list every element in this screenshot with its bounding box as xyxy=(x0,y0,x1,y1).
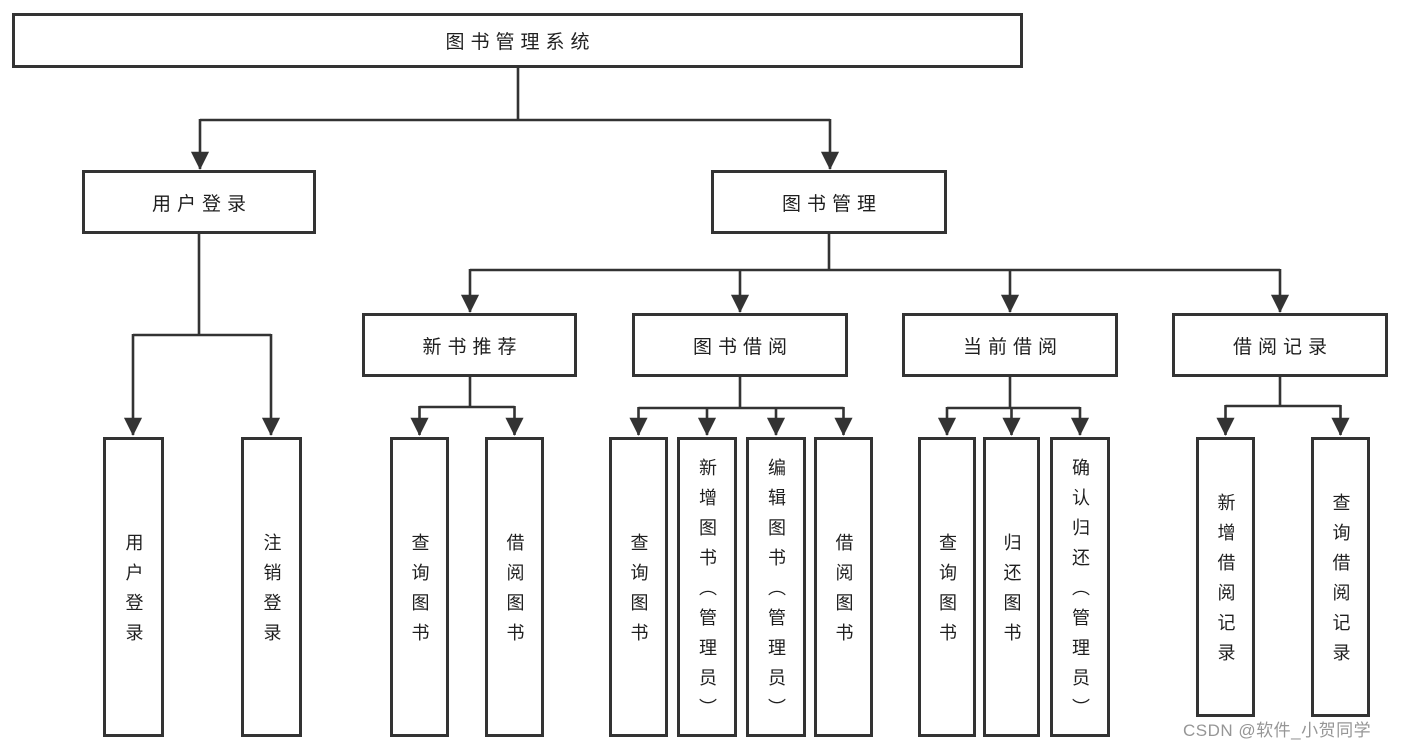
leaf-borrowing-add-label: 新增图书（管理员） xyxy=(697,458,717,728)
leaf-current-return: 归还图书 xyxy=(983,437,1040,737)
watermark: CSDN @软件_小贺同学 xyxy=(1183,721,1372,740)
leaf-borrowing-query-label: 查询图书 xyxy=(628,533,649,653)
leaf-current-return-label: 归还图书 xyxy=(1001,533,1022,653)
leaf-current-confirm-return: 确认归还（管理员） xyxy=(1050,437,1110,737)
leaf-logout-label: 注销登录 xyxy=(261,533,282,653)
leaf-borrowing-borrow: 借阅图书 xyxy=(814,437,873,737)
connector-segments xyxy=(133,68,1341,410)
node-book-management: 图书管理 xyxy=(711,170,947,234)
leaf-borrowing-borrow-label: 借阅图书 xyxy=(833,533,854,653)
node-borrowing-records: 借阅记录 xyxy=(1172,313,1388,377)
leaf-records-add: 新增借阅记录 xyxy=(1196,437,1255,717)
leaf-newbooks-query-label: 查询图书 xyxy=(409,533,430,653)
leaf-records-query-label: 查询借阅记录 xyxy=(1330,493,1351,673)
leaf-borrowing-query: 查询图书 xyxy=(609,437,668,737)
leaf-logout: 注销登录 xyxy=(241,437,302,737)
leaf-records-add-label: 新增借阅记录 xyxy=(1215,493,1236,673)
leaf-records-query: 查询借阅记录 xyxy=(1311,437,1370,717)
node-root: 图书管理系统 xyxy=(12,13,1023,68)
leaf-borrowing-edit-label: 编辑图书（管理员） xyxy=(766,458,786,728)
node-user-login: 用户登录 xyxy=(82,170,316,234)
node-new-book-recommend: 新书推荐 xyxy=(362,313,577,377)
leaf-borrowing-add: 新增图书（管理员） xyxy=(677,437,737,737)
leaf-current-query-label: 查询图书 xyxy=(937,533,957,653)
arrow-connectors xyxy=(123,119,1350,436)
leaf-newbooks-query: 查询图书 xyxy=(390,437,449,737)
leaf-borrowing-edit: 编辑图书（管理员） xyxy=(746,437,806,737)
leaf-user-login: 用户登录 xyxy=(103,437,164,737)
leaf-current-confirm-return-label: 确认归还（管理员） xyxy=(1070,458,1090,728)
node-book-borrowing: 图书借阅 xyxy=(632,313,848,377)
leaf-newbooks-borrow: 借阅图书 xyxy=(485,437,544,737)
node-current-borrowing: 当前借阅 xyxy=(902,313,1118,377)
leaf-newbooks-borrow-label: 借阅图书 xyxy=(504,533,525,653)
leaf-current-query: 查询图书 xyxy=(918,437,976,737)
leaf-user-login-label: 用户登录 xyxy=(123,533,144,653)
